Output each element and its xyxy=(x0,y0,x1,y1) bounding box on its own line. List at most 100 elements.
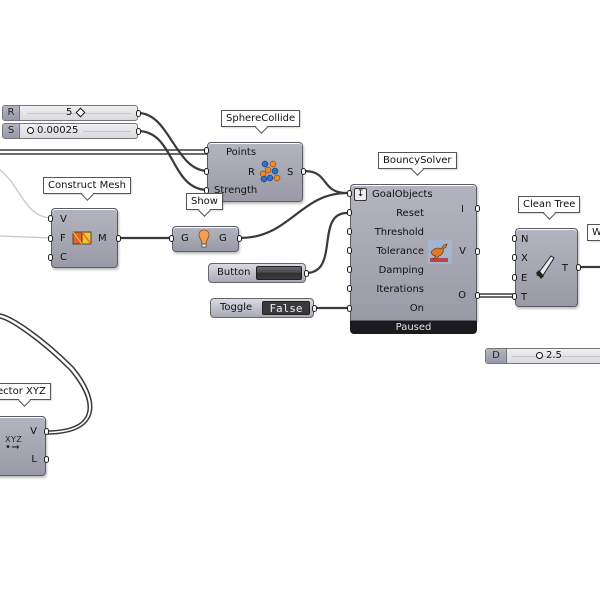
slider-handle-circle-icon[interactable] xyxy=(27,126,34,134)
slider-r[interactable]: R 5 xyxy=(2,105,141,121)
tooltip-text: BouncySolver xyxy=(383,155,452,166)
kangaroo-icon xyxy=(428,240,452,264)
mesh-icon xyxy=(72,231,92,245)
input-port-r[interactable] xyxy=(204,168,209,175)
input-label: Tolerance xyxy=(376,246,424,257)
input-port-f[interactable] xyxy=(48,235,53,242)
tooltip-text: ector XYZ xyxy=(0,386,46,397)
output-port-o[interactable] xyxy=(475,292,480,299)
slider-value-r: 5 xyxy=(66,106,86,120)
input-label: Damping xyxy=(378,265,424,276)
button-label: Button xyxy=(217,267,251,278)
vector-xyz-icon: XYZ •➞ xyxy=(5,435,23,453)
component-spherecollide[interactable]: Points R Strength S xyxy=(204,142,306,202)
output-label: L xyxy=(31,454,37,465)
button-widget[interactable]: Button xyxy=(208,263,309,283)
output-port[interactable] xyxy=(304,270,309,277)
input-port-x[interactable] xyxy=(512,254,517,261)
input-label: Points xyxy=(226,147,257,158)
wire-s-to-goal xyxy=(302,169,349,195)
input-port-e[interactable] xyxy=(512,274,517,281)
input-port-threshold[interactable] xyxy=(347,228,352,235)
tooltip-text: W xyxy=(592,227,600,238)
wire-button-to-reset xyxy=(304,211,349,275)
input-port-tolerance[interactable] xyxy=(347,247,352,254)
slider-value-d: 2.5 xyxy=(536,349,562,363)
output-port[interactable] xyxy=(312,305,317,312)
input-port-g[interactable] xyxy=(169,235,174,242)
tooltip-text: SphereCollide xyxy=(226,113,296,124)
tooltip-construct-mesh: Construct Mesh xyxy=(43,177,131,201)
output-label: T xyxy=(561,263,568,274)
wire-light-f xyxy=(0,235,53,239)
vector-xyz-icon-text: XYZ xyxy=(5,435,23,444)
wire-light-v xyxy=(0,169,53,219)
output-label: G xyxy=(219,233,227,244)
toggle-widget[interactable]: Toggle False xyxy=(210,298,317,318)
output-port-t[interactable] xyxy=(576,264,581,271)
component-show[interactable]: G G xyxy=(169,226,242,252)
tooltip-clean-tree: Clean Tree xyxy=(518,196,581,220)
input-port-n[interactable] xyxy=(512,235,517,242)
slider-handle-circle-icon[interactable] xyxy=(536,351,543,359)
tooltip-vector-xyz: ector XYZ xyxy=(0,383,51,407)
input-label: GoalObjects xyxy=(372,189,433,200)
output-port-i[interactable] xyxy=(475,205,480,212)
input-port-goalobjects[interactable] xyxy=(347,190,352,197)
input-label: F xyxy=(60,233,66,244)
input-label: Threshold xyxy=(374,227,424,238)
input-port-v[interactable] xyxy=(48,215,53,222)
toggle-value[interactable]: False xyxy=(262,301,310,315)
slider-key-d: D xyxy=(486,349,507,363)
output-port-s[interactable] xyxy=(301,168,306,175)
output-port-l[interactable] xyxy=(44,456,49,463)
tooltip-bouncysolver: BouncySolver xyxy=(378,152,457,176)
output-label: V xyxy=(459,246,466,257)
component-vector-xyz[interactable]: XYZ •➞ V L xyxy=(0,416,49,476)
component-clean-tree[interactable]: N X E T T xyxy=(512,228,581,307)
input-label: Reset xyxy=(396,208,424,219)
input-label: E xyxy=(521,273,528,284)
wire-vector-b xyxy=(0,313,93,435)
output-label: I xyxy=(461,204,464,215)
input-port-reset[interactable] xyxy=(347,209,352,216)
output-port[interactable] xyxy=(136,110,141,117)
solver-status-bar: Paused xyxy=(350,321,477,334)
slider-key-s: S xyxy=(3,124,20,138)
arrow-down-icon[interactable]: ↧ xyxy=(354,188,367,201)
input-label: On xyxy=(409,303,424,314)
input-port-c[interactable] xyxy=(48,254,53,261)
button-face[interactable] xyxy=(256,266,302,280)
slider-s[interactable]: S 0.00025 xyxy=(2,123,141,139)
tooltip-text: Show xyxy=(191,196,218,207)
output-port[interactable] xyxy=(136,128,141,135)
output-port-g[interactable] xyxy=(237,235,242,242)
slider-key-r: R xyxy=(3,106,20,120)
input-port-damping[interactable] xyxy=(347,266,352,273)
input-label: N xyxy=(521,234,529,245)
tooltip-show: Show xyxy=(186,193,223,217)
slider-handle-diamond-icon[interactable] xyxy=(75,107,86,117)
input-label: R xyxy=(248,167,255,178)
input-label: C xyxy=(60,252,67,263)
input-port-points[interactable] xyxy=(204,147,209,154)
output-port-v[interactable] xyxy=(475,248,480,255)
output-port-v[interactable] xyxy=(44,428,49,435)
input-label: Iterations xyxy=(376,284,424,295)
tooltip-text: Construct Mesh xyxy=(48,180,126,191)
output-port-m[interactable] xyxy=(116,235,121,242)
input-label: T xyxy=(521,292,528,303)
input-label: Strength xyxy=(214,185,258,196)
input-label: V xyxy=(60,214,67,225)
tooltip-partial: W xyxy=(587,224,600,241)
input-port-t[interactable] xyxy=(512,293,517,300)
component-bouncysolver[interactable]: ↧ GoalObjects Reset Threshold Tolerance … xyxy=(347,184,480,321)
input-port-on[interactable] xyxy=(347,305,352,312)
sphere-collide-icon xyxy=(259,160,281,183)
wire-show-to-goal xyxy=(238,191,349,240)
slider-value-s: 0.00025 xyxy=(27,124,78,138)
input-port-iterations[interactable] xyxy=(347,285,352,292)
component-construct-mesh[interactable]: V F C M xyxy=(48,208,121,268)
slider-d[interactable]: D 2.5 xyxy=(485,348,600,364)
